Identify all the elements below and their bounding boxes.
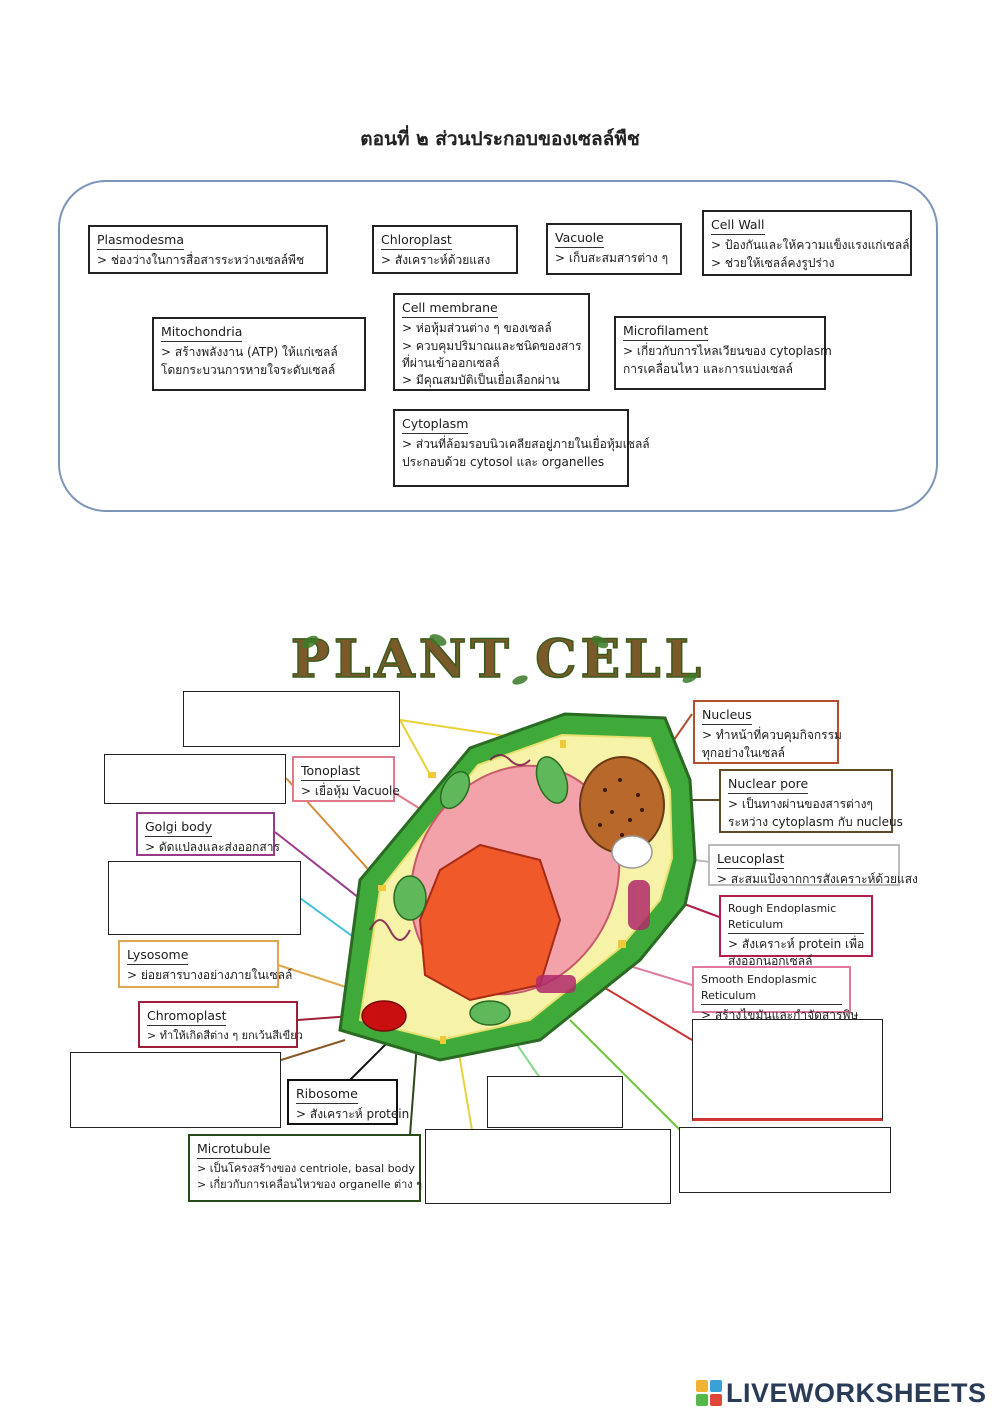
word-card-vacuole[interactable]: Vacuole > เก็บสะสมสารต่าง ๆ <box>546 223 682 275</box>
drop-target-1[interactable] <box>183 691 400 747</box>
label-line: > ทำให้เกิดสีต่าง ๆ ยกเว้นสีเขียว <box>147 1029 303 1043</box>
label-line: > ทำหน้าที่ควบคุมกิจกรรม <box>702 728 842 743</box>
cell-body <box>338 712 697 1062</box>
card-line: โดยกระบวนการหายใจระดับเซลล์ <box>161 362 336 377</box>
label-golgi-body: Golgi body > ดัดแปลงและส่งออกสาร <box>136 812 280 856</box>
label-line: > สังเคราะห์ protein <box>296 1107 410 1122</box>
label-microtubule: Microtubule > เป็นโครงสร้างของ centriole… <box>188 1134 423 1202</box>
logo-mark-icon <box>696 1380 722 1406</box>
card-title: Vacuole <box>555 229 604 249</box>
card-line: > ช่องว่างในการสื่อสารระหว่างเซลล์พืช <box>97 253 305 268</box>
card-line: > สร้างพลังงาน (ATP) ให้แก่เซลล์ <box>161 345 338 360</box>
label-line: > ดัดแปลงและส่งออกสาร <box>145 840 280 855</box>
label-title: Rough Endoplasmic Reticulum <box>728 901 864 934</box>
label-line: ส่งออกนอกเซลล์ <box>728 954 813 969</box>
label-line: > เกี่ยวกับการเคลื่อนไหวของ organelle ต่… <box>197 1178 423 1192</box>
label-line: > สังเคราะห์ protein เพื่อ <box>728 936 865 951</box>
card-title: Cell Wall <box>711 216 765 236</box>
logo-text: LIVEWORKSHEETS <box>726 1377 987 1408</box>
label-chromoplast: Chromoplast > ทำให้เกิดสีต่าง ๆ ยกเว้นสี… <box>138 1001 303 1048</box>
word-card-plasmodesma[interactable]: Plasmodesma > ช่องว่างในการสื่อสารระหว่า… <box>88 225 328 274</box>
label-line: > เป็นโครงสร้างของ centriole, basal body <box>197 1162 415 1176</box>
label-nucleus: Nucleus > ทำหน้าที่ควบคุมกิจกรรม ทุกอย่า… <box>693 700 842 764</box>
card-line: > สังเคราะห์ด้วยแสง <box>381 253 491 268</box>
label-line: > สะสมแป้งจากการสังเคราะห์ด้วยแสง <box>717 872 918 887</box>
label-title: Smooth Endoplasmic Reticulum <box>701 972 842 1005</box>
card-line: > ควบคุมปริมาณและชนิดของสาร <box>402 338 582 353</box>
drop-target-2[interactable] <box>104 754 286 804</box>
word-card-cytoplasm[interactable]: Cytoplasm > ส่วนที่ล้อมรอบนิวเคลียสอยู่ภ… <box>393 409 650 487</box>
label-title: Microtubule <box>197 1140 271 1160</box>
label-title: Nuclear pore <box>728 775 809 795</box>
card-title: Chloroplast <box>381 231 452 251</box>
label-line: > ย่อยสารบางอย่างภายในเซลล์ <box>127 968 293 983</box>
card-title: Mitochondria <box>161 323 243 343</box>
label-title: Lysosome <box>127 946 189 966</box>
label-title: Tonoplast <box>301 762 361 782</box>
label-tonoplast: Tonoplast > เยื่อหุ้ม Vacuole <box>292 756 400 802</box>
drop-target-4[interactable] <box>70 1052 281 1128</box>
card-title: Cytoplasm <box>402 415 469 435</box>
drop-target-3[interactable] <box>108 861 301 935</box>
word-bank-frame <box>58 180 938 512</box>
card-line: > ส่วนที่ล้อมรอบนิวเคลียสอยู่ภายในเยื่อห… <box>402 437 650 452</box>
card-title: Microfilament <box>623 322 709 342</box>
card-title: Plasmodesma <box>97 231 184 251</box>
label-title: Golgi body <box>145 818 213 838</box>
label-lysosome: Lysosome > ย่อยสารบางอย่างภายในเซลล์ <box>118 940 293 988</box>
label-line: ทุกอย่างในเซลล์ <box>702 745 786 760</box>
diagram-title: PLANT CELL <box>290 629 706 691</box>
liveworksheets-logo: LIVEWORKSHEETS <box>696 1377 987 1409</box>
label-line: ระหว่าง cytoplasm กับ nucleus <box>728 814 903 829</box>
card-line: > เก็บสะสมสารต่าง ๆ <box>555 251 669 266</box>
label-line: > เยื่อหุ้ม Vacuole <box>301 784 400 799</box>
title-leaf-decoration <box>301 634 698 685</box>
label-title: Nucleus <box>702 706 752 726</box>
drop-target-8[interactable] <box>679 1127 891 1193</box>
word-card-microfilament[interactable]: Microfilament > เกี่ยวกับการไหลเวียนของ … <box>614 316 832 390</box>
card-line: ที่ผ่านเข้าออกเซลล์ <box>402 355 500 370</box>
card-line: > ป้องกันและให้ความแข็งแรงแก่เซลล์ <box>711 238 910 253</box>
card-title: Cell membrane <box>402 299 498 319</box>
label-rough-er: Rough Endoplasmic Reticulum > สังเคราะห์… <box>719 895 873 968</box>
word-card-mitochondria[interactable]: Mitochondria > สร้างพลังงาน (ATP) ให้แก่… <box>152 317 366 391</box>
card-line: > เกี่ยวกับการไหลเวียนของ cytoplasm <box>623 344 832 359</box>
drop-target-5[interactable] <box>487 1076 623 1128</box>
drop-target-6[interactable] <box>425 1129 671 1204</box>
label-title: Chromoplast <box>147 1007 227 1027</box>
label-smooth-er: Smooth Endoplasmic Reticulum > สร้างไขมั… <box>692 966 858 1022</box>
card-line: > ช่วยให้เซลล์คงรูปร่าง <box>711 255 835 270</box>
word-card-chloroplast[interactable]: Chloroplast > สังเคราะห์ด้วยแสง <box>372 225 518 274</box>
label-line: > เป็นทางผ่านของสารต่างๆ <box>728 797 873 812</box>
card-line: > มีคุณสมบัติเป็นเยื่อเลือกผ่าน <box>402 373 560 388</box>
label-title: Ribosome <box>296 1085 358 1105</box>
card-line: การเคลื่อนไหว และการแบ่งเซลล์ <box>623 361 793 376</box>
label-nuclear-pore: Nuclear pore > เป็นทางผ่านของสารต่างๆ ระ… <box>719 769 903 833</box>
card-line: ประกอบด้วย cytosol และ organelles <box>402 454 605 469</box>
card-line: > ห่อหุ้มส่วนต่าง ๆ ของเซลล์ <box>402 321 552 336</box>
word-card-cell-wall[interactable]: Cell Wall > ป้องกันและให้ความแข็งแรงแก่เ… <box>702 210 912 276</box>
label-line: > สร้างไขมันและกำจัดสารพิษ <box>701 1007 859 1022</box>
drop-target-7[interactable] <box>692 1019 883 1121</box>
label-ribosome: Ribosome > สังเคราะห์ protein <box>287 1079 410 1125</box>
word-card-cell-membrane[interactable]: Cell membrane > ห่อหุ้มส่วนต่าง ๆ ของเซล… <box>393 293 590 391</box>
page-title: ตอนที่ ๒ ส่วนประกอบของเซลล์พืช <box>360 128 640 150</box>
label-title: Leucoplast <box>717 850 785 870</box>
label-leucoplast: Leucoplast > สะสมแป้งจากการสังเคราะห์ด้ว… <box>708 844 918 887</box>
